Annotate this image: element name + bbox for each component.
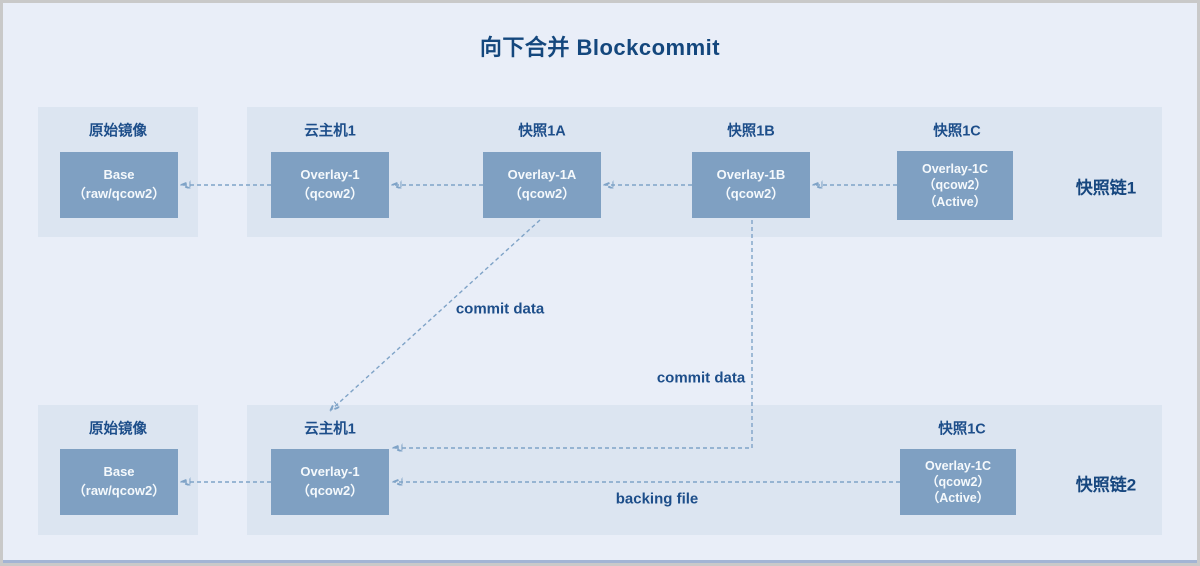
chain-2-name: 快照链2 xyxy=(1075,475,1137,495)
label-snapshot-1b: 快照1B xyxy=(727,123,775,140)
node-overlay-1a: Overlay-1A （qcow2） xyxy=(483,152,601,218)
node-base-top-line1: Base xyxy=(103,167,135,183)
node-base-bottom-line2: （raw/qcow2） xyxy=(72,483,166,498)
node-overlay-1c-top: Overlay-1C （qcow2） （Active） xyxy=(897,151,1013,220)
node-base-top-line2: （raw/qcow2） xyxy=(72,186,166,201)
node-overlay-1-bottom-line1: Overlay-1 xyxy=(300,464,360,480)
label-cloud-host-bottom: 云主机1 xyxy=(304,421,356,438)
node-base-top: Base （raw/qcow2） xyxy=(60,152,178,218)
annotation-commit-data-top: commit data xyxy=(455,300,545,318)
label-snapshot-1c-top: 快照1C xyxy=(933,123,981,140)
label-origin-image-top: 原始镜像 xyxy=(89,123,147,140)
node-overlay-1b-line2: （qcow2） xyxy=(717,186,785,201)
chain-1-name: 快照链1 xyxy=(1075,178,1137,198)
label-snapshot-1c-bottom: 快照1C xyxy=(938,421,986,438)
node-overlay-1b-line1: Overlay-1B xyxy=(716,167,786,183)
label-origin-image-bottom: 原始镜像 xyxy=(89,421,147,438)
node-overlay-1-top-line2: （qcow2） xyxy=(296,186,364,201)
node-overlay-1c-bottom-line2: （qcow2） xyxy=(926,474,990,489)
node-overlay-1c-bottom-line3: （Active） xyxy=(926,491,990,506)
annotation-commit-data-bottom: commit data xyxy=(656,369,746,387)
node-overlay-1c-top-line1: Overlay-1C xyxy=(921,162,988,177)
node-overlay-1b: Overlay-1B （qcow2） xyxy=(692,152,810,218)
node-overlay-1-bottom-line2: （qcow2） xyxy=(296,483,364,498)
bottom-accent-line xyxy=(3,560,1197,563)
node-overlay-1c-top-line2: （qcow2） xyxy=(923,178,987,193)
annotation-backing-file: backing file xyxy=(615,490,699,508)
node-overlay-1-top-line1: Overlay-1 xyxy=(300,167,360,183)
node-overlay-1-bottom: Overlay-1 （qcow2） xyxy=(271,449,389,515)
node-overlay-1a-line2: （qcow2） xyxy=(508,186,576,201)
node-overlay-1c-bottom: Overlay-1C （qcow2） （Active） xyxy=(900,449,1016,515)
diagram-title: 向下合并 Blockcommit xyxy=(479,35,721,60)
label-snapshot-1a: 快照1A xyxy=(518,123,566,140)
node-overlay-1a-line1: Overlay-1A xyxy=(507,167,577,183)
node-overlay-1c-bottom-line1: Overlay-1C xyxy=(924,458,991,473)
node-overlay-1c-top-line3: （Active） xyxy=(923,194,987,209)
label-cloud-host-top: 云主机1 xyxy=(304,123,356,140)
node-base-bottom: Base （raw/qcow2） xyxy=(60,449,178,515)
node-overlay-1-top: Overlay-1 （qcow2） xyxy=(271,152,389,218)
node-base-bottom-line1: Base xyxy=(103,464,135,480)
